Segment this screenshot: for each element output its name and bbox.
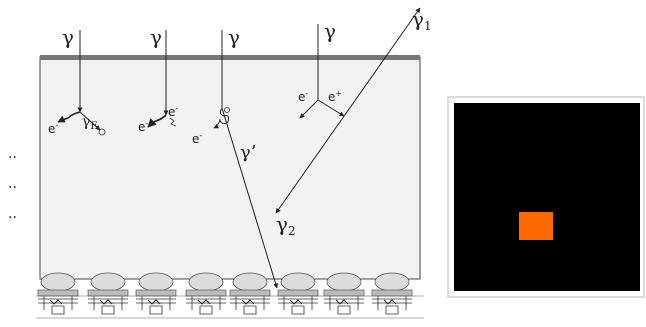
readout-pad: [185, 289, 227, 297]
pixel-readout-unit: [277, 272, 319, 315]
electron-label-2a: e-: [138, 119, 148, 134]
event-passing-photon: γ1 γ2: [275, 7, 432, 238]
ellipsis-2: ..: [8, 176, 17, 192]
fluorescence-absorption-icon: [98, 128, 106, 136]
readout-pad: [87, 289, 129, 297]
electron-label-2b: e-: [168, 104, 178, 119]
pixel-readout-unit: [371, 272, 413, 315]
event-photoelectric: γ e- e-: [138, 25, 178, 134]
readout-pad: [323, 289, 365, 297]
circuit-symbol: [241, 299, 255, 305]
event-compton: γ e- γ’: [192, 25, 279, 289]
ellipsis-3: ..: [8, 206, 17, 222]
gamma-label-4: γ: [324, 19, 336, 43]
electron-scribble-2: [169, 117, 177, 127]
readout-pad: [135, 289, 177, 297]
readout-pad: [229, 289, 271, 297]
circuit-symbol: [383, 299, 397, 305]
pixel-image-panel: [447, 96, 645, 298]
bump-bond: [90, 272, 126, 292]
fluorescence-track: [79, 111, 101, 131]
circuit-symbol: [49, 299, 63, 305]
readout-pad: [37, 289, 79, 297]
readout-circuit: [136, 296, 176, 315]
fluorescence-label: γF: [82, 114, 97, 132]
pixel-image-background: [454, 103, 640, 291]
scattered-photon: [221, 107, 279, 289]
readout-circuit: [186, 296, 226, 315]
readout-circuit: [372, 296, 412, 315]
circuit-symbol: [99, 299, 113, 305]
gamma-label-3: γ: [228, 25, 240, 49]
gamma-label-1: γ: [62, 25, 74, 49]
readout-circuit: [230, 296, 270, 315]
gamma-prime-label: γ’: [240, 142, 256, 163]
bump-bond: [138, 272, 174, 292]
event-photoelectric-fluorescence: γ e- γF: [48, 25, 106, 136]
electron-track-1: [57, 111, 81, 123]
photon-track-gamma1: [275, 7, 421, 214]
bump-bond: [280, 272, 316, 292]
electron-label-3: e-: [192, 131, 202, 146]
bump-bond: [40, 272, 76, 292]
compton-vertex-icon: [224, 107, 230, 113]
pixel-readout-unit: [185, 272, 227, 315]
gamma-label-2: γ: [150, 25, 162, 49]
ellipsis-markers: .. .. ..: [8, 146, 17, 222]
bump-bond: [326, 272, 362, 292]
bump-bond: [232, 272, 268, 292]
pixel-readout-unit: [323, 272, 365, 315]
hit-pixel: [519, 212, 553, 240]
pixel-readout-unit: [135, 272, 177, 315]
readout-electronics: [36, 272, 424, 319]
compton-electron-track: [213, 107, 229, 129]
circuit-symbol: [147, 299, 161, 305]
electron-label-1: e-: [48, 121, 58, 136]
pixel-readout-unit: [229, 272, 271, 315]
readout-circuit: [324, 296, 364, 315]
readout-circuit: [38, 296, 78, 315]
readout-circuit: [88, 296, 128, 315]
readout-circuit: [278, 296, 318, 315]
readout-pad: [277, 289, 319, 297]
pixel-readout-unit: [87, 272, 129, 315]
circuit-symbol: [197, 299, 211, 305]
readout-pad: [371, 289, 413, 297]
top-electrode: [40, 55, 420, 60]
bump-bond: [374, 272, 410, 292]
bump-bond: [188, 272, 224, 292]
circuit-symbol: [289, 299, 303, 305]
gamma2-label: γ2: [276, 212, 296, 238]
ellipsis-1: ..: [8, 146, 17, 162]
gamma1-label: γ1: [412, 7, 432, 33]
electron-track-2: [147, 114, 167, 128]
circuit-symbol: [335, 299, 349, 305]
pixel-readout-unit: [37, 272, 79, 315]
